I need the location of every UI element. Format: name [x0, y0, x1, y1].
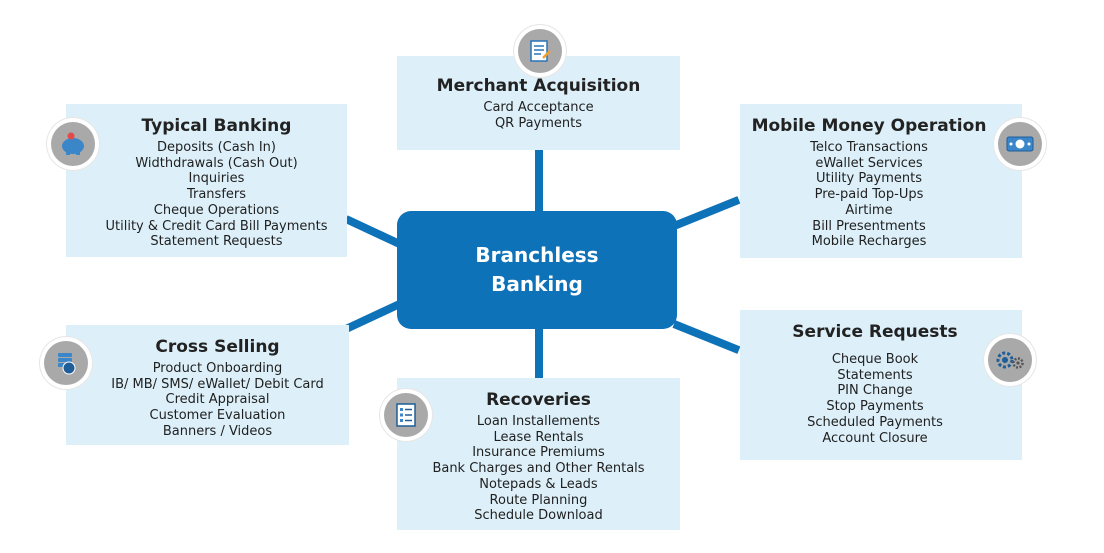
node-list: Deposits (Cash In) Widthdrawals (Cash Ou…	[106, 140, 328, 250]
piggy-bank-badge	[47, 118, 99, 170]
node-title: Mobile Money Operation	[751, 116, 987, 136]
node-list: Product Onboarding IB/ MB/ SMS/ eWallet/…	[111, 361, 323, 440]
node-list: Cheque Book Statements PIN Change Stop P…	[807, 352, 943, 446]
list-item: Statements	[837, 367, 913, 383]
coins-badge	[40, 337, 92, 389]
center-node: Branchless Banking	[397, 211, 677, 329]
gears-badge	[984, 334, 1036, 386]
gears-icon	[996, 351, 1024, 369]
list-item: Utility & Credit Card Bill Payments	[105, 218, 328, 234]
list-item: Banners / Videos	[162, 423, 273, 439]
connector-top	[535, 150, 543, 212]
checklist-icon	[396, 403, 416, 427]
node-title: Typical Banking	[141, 116, 292, 136]
list-item: Card Acceptance	[483, 100, 594, 115]
list-item: Route Planning	[489, 492, 588, 508]
node-list: Loan Installements Lease Rentals Insuran…	[432, 414, 644, 524]
list-item: IB/ MB/ SMS/ eWallet/ Debit Card	[111, 376, 324, 392]
node-service-requests: Service Requests Cheque Book Statements …	[740, 310, 1022, 460]
list-item: Product Onboarding	[152, 361, 283, 376]
list-item: Customer Evaluation	[149, 408, 286, 424]
node-title: Cross Selling	[155, 337, 280, 357]
list-item: Account Closure	[822, 430, 928, 446]
connector-bottom-left	[344, 300, 403, 333]
connector-top-left	[344, 215, 403, 248]
banknote-badge	[994, 118, 1046, 170]
document-badge	[514, 25, 566, 77]
node-title: Merchant Acquisition	[436, 76, 641, 96]
document-icon	[530, 40, 551, 62]
list-item: Bank Charges and Other Rentals	[432, 461, 645, 477]
node-title: Service Requests	[792, 322, 958, 342]
list-item: QR Payments	[494, 115, 583, 131]
node-cross-selling: Cross Selling Product Onboarding IB/ MB/…	[66, 325, 349, 445]
node-title: Recoveries	[486, 390, 591, 410]
list-item: Insurance Premiums	[472, 445, 605, 461]
list-item: Stop Payments	[826, 399, 924, 415]
list-item: Transfers	[186, 187, 247, 203]
connector-bottom-right	[672, 320, 741, 354]
list-item: Schedule Download	[474, 508, 603, 524]
list-item: Widthdrawals (Cash Out)	[135, 155, 298, 171]
node-recoveries: Recoveries Loan Installements Lease Rent…	[397, 378, 680, 530]
list-item: Deposits (Cash In)	[156, 140, 276, 155]
list-item: Notepads & Leads	[479, 476, 598, 492]
list-item: Pre-paid Top-Ups	[814, 187, 924, 203]
checklist-badge	[380, 389, 432, 441]
list-item: Scheduled Payments	[807, 414, 943, 430]
list-item: Cheque Operations	[153, 202, 280, 218]
list-item: PIN Change	[837, 383, 913, 399]
list-item: Cheque Book	[831, 352, 919, 367]
piggy-bank-icon	[62, 132, 84, 155]
node-list: Card Acceptance QR Payments	[483, 100, 593, 131]
list-item: Inquiries	[188, 171, 245, 187]
list-item: eWallet Services	[815, 155, 923, 171]
list-item: Bill Presentments	[812, 218, 926, 234]
node-mobile-money-operation: Mobile Money Operation Telco Transaction…	[740, 104, 1022, 258]
center-title: Branchless Banking	[475, 243, 599, 296]
list-item: Lease Rentals	[493, 429, 584, 445]
node-typical-banking: Typical Banking Deposits (Cash In) Width…	[66, 104, 347, 257]
list-item: Statement Requests	[150, 234, 283, 250]
list-item: Loan Installements	[476, 414, 601, 429]
banknote-icon	[1006, 136, 1034, 152]
connector-bottom	[535, 328, 543, 380]
list-item: Telco Transactions	[810, 140, 928, 155]
list-item: Credit Appraisal	[165, 392, 270, 408]
node-list: Telco Transactions eWallet Services Util…	[810, 140, 928, 250]
coins-icon	[58, 353, 76, 375]
connector-top-right	[672, 196, 741, 230]
list-item: Utility Payments	[815, 171, 923, 187]
list-item: Airtime	[845, 202, 893, 218]
list-item: Mobile Recharges	[811, 234, 927, 250]
